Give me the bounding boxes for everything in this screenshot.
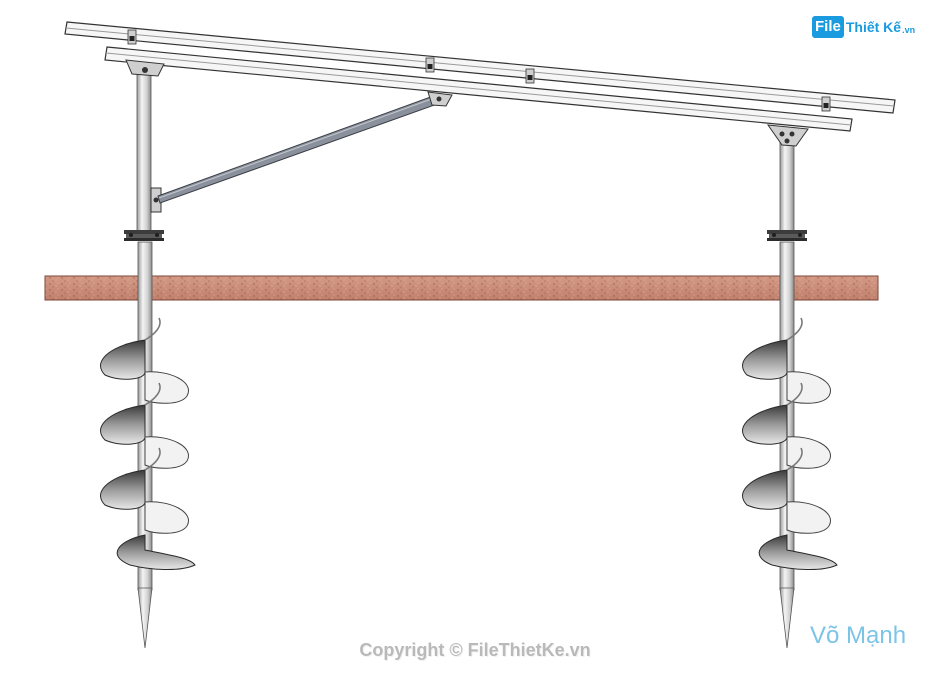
right-post (779, 139, 795, 233)
rail-clamp (127, 29, 137, 45)
right-post-bracket (766, 124, 809, 147)
left-flange (124, 230, 164, 241)
right-flange (767, 230, 807, 241)
upper-rail (64, 21, 896, 114)
author-signature: Võ Mạnh (810, 622, 907, 649)
rail-clamp (425, 57, 435, 73)
left-screw-pile (99, 241, 196, 649)
brace-top-bracket (427, 91, 453, 107)
left-post (136, 71, 152, 233)
logo-main-text: Thiết Kế (845, 19, 902, 35)
ground-texture (45, 276, 878, 300)
lower-rail (104, 46, 853, 132)
diagonal-brace (157, 94, 441, 204)
logo-box-text: File (812, 16, 844, 38)
site-logo: File Thiết Kế .vn (812, 14, 915, 40)
logo-tld-text: .vn (902, 25, 916, 35)
rail-clamp (525, 68, 535, 84)
left-post-bracket (125, 59, 165, 77)
right-screw-pile (741, 241, 838, 649)
rail-clamp (821, 96, 831, 112)
copyright-watermark: Copyright © FileThietKe.vn (359, 640, 591, 660)
